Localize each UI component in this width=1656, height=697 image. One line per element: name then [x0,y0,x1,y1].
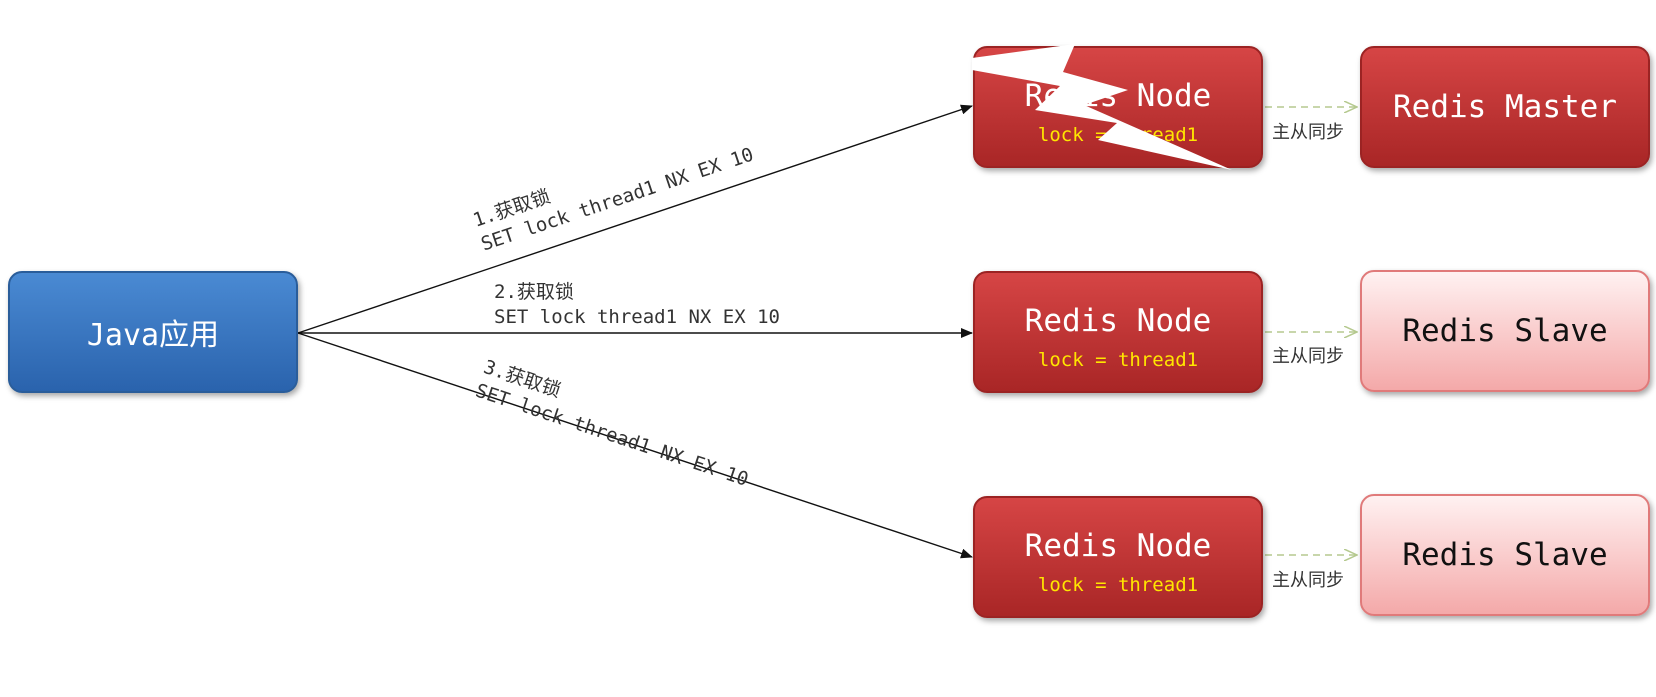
edge-step-2: 2.获取锁 [494,281,574,303]
java-app-label: Java应用 [86,318,220,353]
redis-node-3[interactable]: Redis Node lock = thread1 [973,496,1263,618]
redis-node-title: Redis Node [1024,528,1212,564]
redis-node-lock: lock = thread1 [1037,574,1199,596]
redis-master-label: Redis Master [1393,89,1617,125]
redis-master-box[interactable]: Redis Master [1360,46,1650,168]
edge-label-2: 2.获取锁 SET lock thread1 NX EX 10 [494,280,780,330]
redis-node-title: Redis Node [1024,303,1212,339]
redis-node-lock: lock = thread1 [1037,349,1199,371]
redis-node-2[interactable]: Redis Node lock = thread1 [973,271,1263,393]
redis-slave-label: Redis Slave [1402,537,1608,573]
edge-line-3 [297,332,973,559]
sync-label-2: 主从同步 [1272,346,1344,367]
redis-slave-box-2[interactable]: Redis Slave [1360,494,1650,616]
redis-slave-box-1[interactable]: Redis Slave [1360,270,1650,392]
sync-label-1: 主从同步 [1272,122,1344,143]
java-app-box[interactable]: Java应用 [8,271,298,393]
edge-line-1 [297,104,973,334]
redis-slave-label: Redis Slave [1402,313,1608,349]
sync-label-3: 主从同步 [1272,570,1344,591]
edge-command-2: SET lock thread1 NX EX 10 [494,306,780,328]
